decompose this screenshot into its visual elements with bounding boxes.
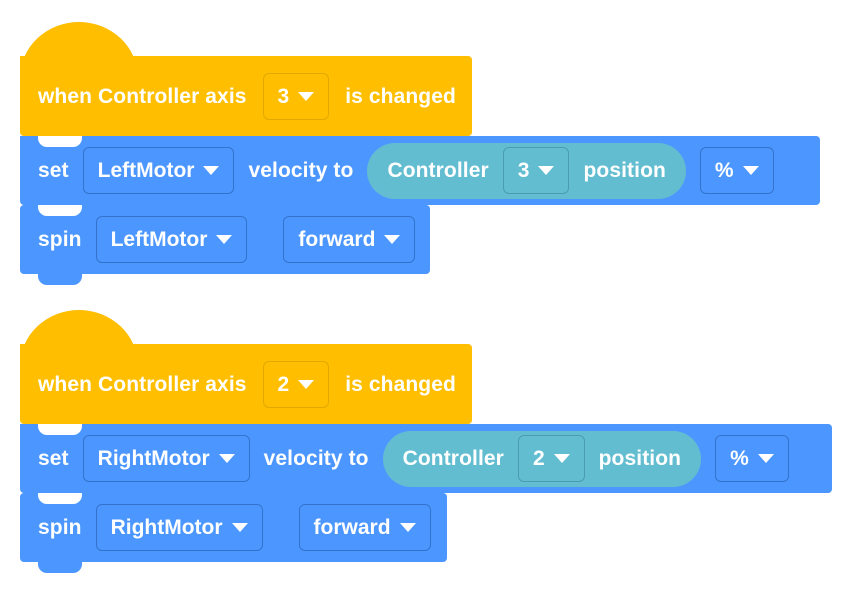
motor-dropdown-set-2[interactable]: RightMotor [82, 435, 250, 482]
axis-dropdown-2[interactable]: 2 [262, 360, 330, 408]
chevron-down-icon [298, 91, 315, 101]
set-motor-velocity-block-1[interactable]: set LeftMotor velocity to Controller 3 p… [20, 136, 820, 216]
units-dropdown-value-2: % [730, 447, 749, 470]
reporter-axis-dropdown-1[interactable]: 3 [502, 147, 570, 194]
motor-dropdown-spin-1[interactable]: LeftMotor [95, 216, 248, 263]
chevron-down-icon [231, 523, 248, 532]
reporter-controller-label-1: Controller [387, 159, 489, 182]
script-stack-2[interactable]: when Controller axis 2 is changed set Ri… [20, 310, 832, 573]
direction-dropdown-value-2: forward [313, 516, 391, 539]
direction-dropdown-value-1: forward [298, 228, 376, 251]
motor-dropdown-set-1[interactable]: LeftMotor [82, 147, 235, 194]
motor-dropdown-spin-2[interactable]: RightMotor [95, 504, 263, 551]
units-dropdown-1[interactable]: % [699, 147, 774, 194]
axis-dropdown-value-2: 2 [277, 372, 290, 396]
chevron-down-icon [553, 454, 570, 463]
reporter-position-label-1: position [583, 159, 666, 182]
units-dropdown-value-1: % [714, 159, 734, 182]
units-dropdown-2[interactable]: % [715, 435, 789, 482]
reporter-controller-label-2: Controller [402, 447, 504, 470]
script-stack-1[interactable]: when Controller axis 3 is changed set Le… [20, 22, 820, 285]
block-top-notch-2 [38, 424, 82, 435]
controller-axis-position-reporter-1[interactable]: Controller 3 position [367, 142, 686, 199]
reporter-axis-dropdown-value-1: 3 [517, 159, 530, 182]
hat-fill-shape-2 [20, 344, 150, 364]
hat-label-after-1: is changed [345, 84, 456, 108]
event-hat-block-2[interactable]: when Controller axis 2 is changed [20, 310, 472, 435]
chevron-down-icon [399, 523, 416, 532]
event-hat-block-1[interactable]: when Controller axis 3 is changed [20, 22, 472, 147]
direction-dropdown-1[interactable]: forward [283, 216, 416, 263]
axis-dropdown-1[interactable]: 3 [262, 72, 330, 120]
axis-dropdown-value-1: 3 [277, 84, 290, 108]
chevron-down-icon [218, 454, 235, 463]
chevron-down-icon [742, 166, 759, 175]
hat-fill-shape-1 [20, 56, 150, 76]
reporter-axis-dropdown-value-2: 2 [532, 447, 545, 470]
chevron-down-icon [538, 166, 555, 175]
stack-bottom-notch-2 [38, 562, 82, 573]
reporter-position-label-2: position [598, 447, 682, 470]
direction-dropdown-2[interactable]: forward [298, 504, 431, 551]
spin-motor-block-2[interactable]: spin RightMotor forward [20, 493, 447, 573]
chevron-down-icon [757, 454, 774, 463]
spin-label-2: spin [38, 516, 82, 539]
motor-dropdown-spin-value-1: LeftMotor [110, 228, 208, 251]
spin-label-1: spin [38, 228, 82, 251]
spin-block-top-notch-2 [38, 493, 82, 504]
chevron-down-icon [216, 235, 233, 244]
velocity-to-label-2: velocity to [263, 447, 369, 470]
set-label-2: set [38, 447, 69, 470]
chevron-down-icon [298, 379, 315, 389]
set-motor-velocity-block-2[interactable]: set RightMotor velocity to Controller 2 … [20, 424, 832, 504]
chevron-down-icon [203, 166, 220, 175]
motor-dropdown-spin-value-2: RightMotor [110, 516, 223, 539]
hat-label-before-1: when Controller axis [38, 84, 247, 108]
set-label-1: set [38, 159, 69, 182]
reporter-axis-dropdown-2[interactable]: 2 [517, 435, 585, 482]
block-top-notch-1 [38, 136, 82, 147]
velocity-to-label-1: velocity to [248, 159, 354, 182]
motor-dropdown-set-value-1: LeftMotor [97, 159, 195, 182]
hat-label-after-2: is changed [345, 372, 456, 396]
spin-block-top-notch-1 [38, 205, 82, 216]
hat-label-before-2: when Controller axis [38, 372, 247, 396]
stack-bottom-notch-1 [38, 274, 82, 285]
spin-motor-block-1[interactable]: spin LeftMotor forward [20, 205, 430, 285]
motor-dropdown-set-value-2: RightMotor [97, 447, 210, 470]
chevron-down-icon [384, 235, 401, 244]
controller-axis-position-reporter-2[interactable]: Controller 2 position [382, 430, 702, 487]
